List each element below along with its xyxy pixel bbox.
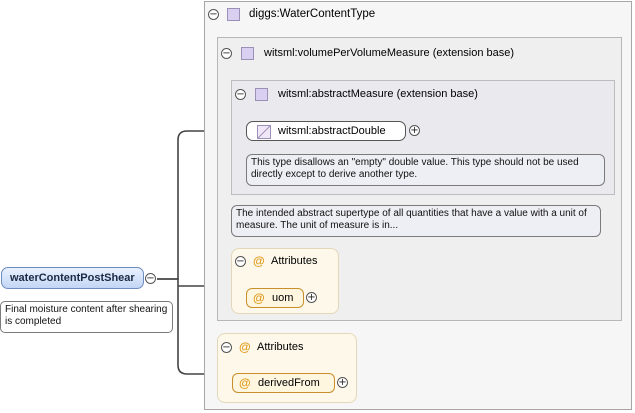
attribute-derivedfrom[interactable]: @ derivedFrom — [232, 373, 335, 393]
attribute-uom-expand-toggle[interactable]: + — [306, 292, 317, 303]
simple-type-name: witsml:abstractDouble — [278, 125, 386, 137]
extension-attributes-header: Attributes — [271, 255, 318, 267]
type-name: diggs:WaterContentType — [249, 8, 376, 20]
simple-type-documentation: This type disallows an "empty" double va… — [246, 154, 605, 186]
attribute-derivedfrom-expand-toggle[interactable]: + — [337, 377, 348, 388]
base-collapse-toggle[interactable]: − — [235, 89, 246, 100]
simple-type-icon — [257, 125, 271, 139]
attributes-icon: @ — [253, 254, 265, 268]
extension-name: witsml:volumePerVolumeMeasure (extension… — [264, 47, 515, 59]
extension-collapse-toggle[interactable]: − — [221, 48, 232, 59]
extension-type-icon — [241, 47, 254, 60]
attribute-icon: @ — [239, 376, 251, 390]
base-type-icon — [255, 88, 268, 101]
root-element-node[interactable]: waterContentPostShear — [1, 267, 144, 289]
attribute-uom[interactable]: @ uom — [246, 288, 304, 308]
extension-documentation: The intended abstract supertype of all q… — [231, 205, 601, 237]
type-attributes-toggle[interactable]: − — [221, 342, 232, 353]
extension-attributes-toggle[interactable]: − — [235, 256, 246, 267]
root-element-documentation: Final moisture content after shearing is… — [0, 301, 173, 333]
attributes-icon: @ — [239, 340, 251, 354]
root-element-name: waterContentPostShear — [10, 272, 135, 284]
type-attributes-header: Attributes — [257, 341, 304, 353]
attribute-uom-label: uom — [272, 292, 294, 304]
attribute-derivedfrom-label: derivedFrom — [258, 377, 320, 389]
complex-type-icon — [227, 8, 240, 21]
root-element-collapse-toggle[interactable]: − — [145, 273, 156, 284]
attribute-icon: @ — [253, 291, 265, 305]
type-collapse-toggle[interactable]: − — [208, 9, 219, 20]
simple-type-node[interactable]: witsml:abstractDouble — [246, 121, 406, 141]
simple-type-expand-toggle[interactable]: + — [409, 125, 420, 136]
base-name: witsml:abstractMeasure (extension base) — [278, 88, 478, 100]
